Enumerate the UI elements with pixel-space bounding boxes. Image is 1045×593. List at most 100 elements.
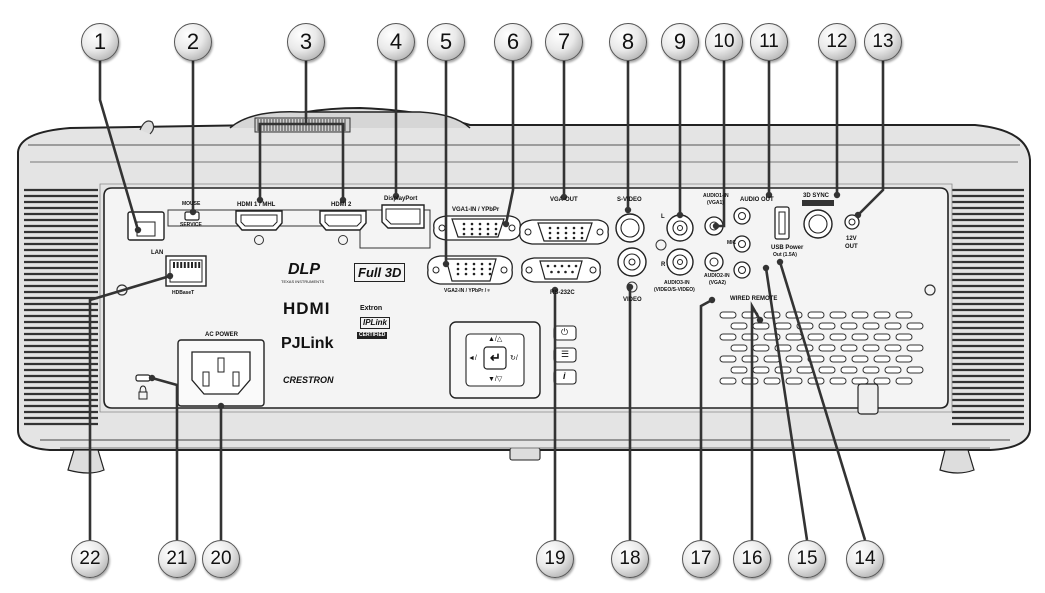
keypad-power-button[interactable]: ⏻ [561,327,569,337]
vent-hole [884,322,902,330]
vga-pin [456,272,460,276]
crestron-logo: CRESTRON [283,375,334,385]
callout-12: 12 [818,23,856,61]
vent-hole [719,355,737,363]
vent-hole [906,322,924,330]
keypad-info-button[interactable]: i [563,371,566,381]
control-keypad [449,321,577,399]
leader-dot [189,208,197,216]
leader-dot [148,374,156,382]
leader-dot [502,220,510,228]
vga-out-port [519,219,609,245]
hdbaset-label: HDBaseT [172,290,195,296]
rs232c-port [521,257,601,283]
vga-pin [472,262,476,266]
callout-10: 10 [705,23,743,61]
rj45-pin [187,262,190,268]
callout-8: 8 [609,23,647,61]
vga-pin [564,231,568,235]
callout-1: 1 [81,23,119,61]
12v-label: 12V [846,236,857,242]
leader-dot [708,296,716,304]
leader-dot [676,211,684,219]
extron-logo: Extron [360,305,383,312]
audio2-in-sub-label: (VGA2) [709,280,726,286]
vga-pin [480,267,484,271]
vent-hole [884,344,902,352]
s-video-label: S-VIDEO [617,197,642,203]
vga-pin [488,272,492,276]
vga-pin [480,272,484,276]
keypad-up-button[interactable]: ▲/△ [488,336,503,343]
callout-7: 7 [545,23,583,61]
vga-pin [548,226,552,230]
mic-label: MIC [727,240,737,246]
vga-pin [572,236,576,240]
vga-pin [564,236,568,240]
service-label: SERVICE [180,222,202,228]
leader-dot [166,272,174,280]
vent-hole [895,377,913,385]
leader-dot [134,226,142,234]
vent-hole [873,311,891,319]
callout-3: 3 [287,23,325,61]
callout-4: 4 [377,23,415,61]
vga1-in-label: VGA1-IN / YPbPr [452,207,500,213]
keypad-enter-button[interactable]: ↵ [490,350,501,365]
leader-line [258,61,308,200]
vga-pin [580,226,584,230]
audio1-in-sub-label: (VGA1) [707,200,724,206]
full3d-logo: Full 3D [354,263,406,282]
vga2-in-port [427,255,513,285]
vga-pin [494,222,498,226]
vent-hole [895,355,913,363]
vga-pin [494,227,498,231]
hdmi2-port [319,210,367,231]
leader-dot [256,196,264,204]
vga1-in-port [433,215,521,241]
keypad-down-button[interactable]: ▼/▽ [488,376,503,383]
keypad-right-button[interactable]: ↻/ [510,355,518,362]
serial-pin [574,264,578,268]
leader-dot [442,260,450,268]
ir-receiver-bump [139,120,155,135]
vga-pin [556,226,560,230]
audio1-in-label: AUDIO1-IN [703,193,729,199]
pjlink-logo: PJLink [281,335,334,352]
keypad-left-button[interactable]: ◄/ [468,355,477,362]
vent-hole [741,333,759,341]
vent-hole [862,344,880,352]
vga-pin [488,262,492,266]
callout-6: 6 [494,23,532,61]
vent-hole [840,322,858,330]
vga-pin [472,272,476,276]
callout-19: 19 [536,540,574,578]
leader-line [857,61,885,216]
keypad-menu-button[interactable]: ☰ [561,349,570,359]
leader-dot [712,222,720,230]
vent-hole [741,355,759,363]
security-slot [135,374,151,382]
callout-16: 16 [733,540,771,578]
vent-hole [785,333,803,341]
vent-hole [730,366,748,374]
vga-pin [488,267,492,271]
left-foot [67,449,105,474]
leader-line [98,61,140,231]
vga-pin [494,232,498,236]
rj45-pin [183,262,186,268]
vent-hole [719,377,737,385]
serial-pin [546,264,550,268]
leader-line [504,61,515,225]
vga-pin [470,232,474,236]
callout-5: 5 [427,23,465,61]
vent-hole [873,377,891,385]
vent-hole [807,355,825,363]
vent-hole [796,366,814,374]
rj45-pin [173,262,175,268]
vga-pin [478,222,482,226]
vga-pin [486,232,490,236]
leader-dot [560,193,568,201]
serial-pin [564,270,567,274]
